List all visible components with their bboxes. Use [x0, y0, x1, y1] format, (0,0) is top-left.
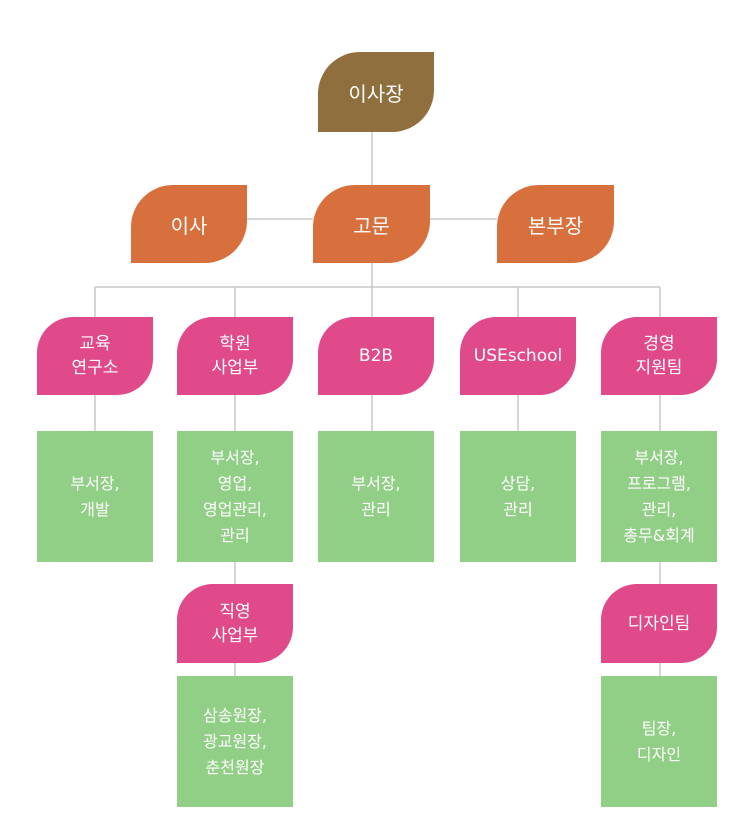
management-roles-text: 부서장, 프로그램, 관리, 총무&회계 [623, 447, 695, 545]
director-node: 이사 [131, 185, 247, 263]
advisor-label: 고문 [353, 213, 390, 238]
useschool-label: USEschool [473, 346, 563, 366]
direct-division-node: 직영 사업부 [177, 584, 293, 663]
chair-label: 이사장 [348, 81, 404, 106]
academy-roles-text: 부서장, 영업, 영업관리, 관리 [203, 447, 267, 545]
edu-lab-label: 교육 연구소 [71, 334, 119, 378]
useschool-node: USEschool [460, 317, 576, 395]
management-team-node: 경영 지원팀 [601, 317, 717, 395]
direct-roles-box: 삼송원장, 광교원장, 춘천원장 [177, 676, 293, 807]
chair-node: 이사장 [318, 52, 434, 132]
design-team-label: 디자인팀 [627, 613, 691, 634]
academy-division-node: 학원 사업부 [177, 317, 293, 395]
b2b-roles-text: 부서장, 관리 [351, 473, 401, 519]
advisor-node: 고문 [313, 185, 430, 263]
edu-lab-roles-box: 부서장, 개발 [37, 431, 153, 562]
academy-roles-box: 부서장, 영업, 영업관리, 관리 [177, 431, 293, 562]
direct-roles-text: 삼송원장, 광교원장, 춘천원장 [203, 705, 267, 777]
direct-division-label: 직영 사업부 [211, 601, 259, 646]
design-roles-text: 팀장, 디자인 [636, 718, 682, 764]
useschool-roles-text: 상담, 관리 [500, 473, 536, 519]
hq-head-node: 본부장 [497, 185, 614, 263]
useschool-roles-box: 상담, 관리 [460, 431, 576, 562]
b2b-label: B2B [358, 346, 394, 366]
b2b-node: B2B [318, 317, 434, 395]
hq-head-label: 본부장 [527, 213, 584, 238]
management-team-label: 경영 지원팀 [635, 334, 683, 378]
design-roles-box: 팀장, 디자인 [601, 676, 717, 807]
design-team-node: 디자인팀 [601, 584, 717, 663]
edu-lab-roles-text: 부서장, 개발 [70, 473, 120, 519]
director-label: 이사 [170, 213, 208, 238]
academy-division-label: 학원 사업부 [211, 334, 259, 378]
edu-lab-node: 교육 연구소 [37, 317, 153, 395]
b2b-roles-box: 부서장, 관리 [318, 431, 434, 562]
management-roles-box: 부서장, 프로그램, 관리, 총무&회계 [601, 431, 717, 562]
